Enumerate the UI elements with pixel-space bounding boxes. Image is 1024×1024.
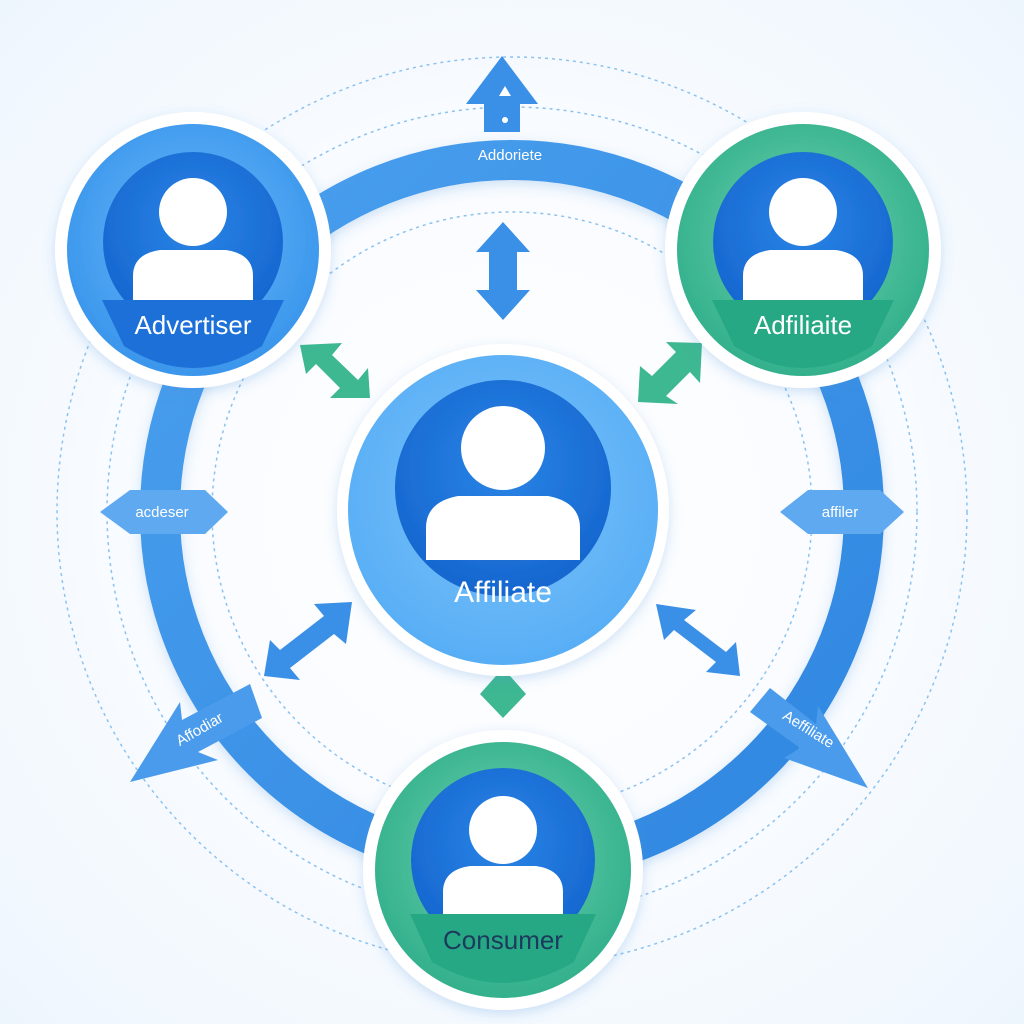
node-center-label: Affiliate <box>454 576 552 609</box>
left-ring-arrow <box>100 490 228 534</box>
left-chevron-icon <box>100 490 228 534</box>
node-center: Affiliate <box>337 344 669 676</box>
bottom-right-ring-arrow <box>750 688 868 788</box>
vertical-double-arrow-icon <box>476 222 530 320</box>
down-right-arrow-icon <box>750 688 868 788</box>
connector-arrows <box>264 222 740 718</box>
diagonal-double-arrow-green-left-icon <box>300 343 370 398</box>
ring-label-left: acdeser <box>135 504 188 521</box>
user-icon <box>133 178 253 300</box>
node-consumer-label-band <box>410 914 596 983</box>
right-chevron-icon <box>780 490 904 534</box>
bottom-left-ring-arrow <box>130 684 262 782</box>
node-affiliate-right: Adfiliaite <box>665 112 941 388</box>
user-icon <box>743 178 863 300</box>
node-affiliate-right-label-band <box>712 300 894 368</box>
node-affiliate-right-label: Adfiliaite <box>754 310 852 340</box>
node-advertiser-label: Advertiser <box>134 310 251 340</box>
node-consumer-label: Consumer <box>443 925 563 955</box>
diagonal-double-arrow-green-right-icon <box>638 342 702 404</box>
ring-label-top: Addoriete <box>478 147 542 164</box>
ring-label-right: affiler <box>822 504 858 521</box>
top-ring-arrow <box>466 56 538 132</box>
right-ring-arrow <box>780 490 904 534</box>
arrow-glyph <box>499 86 511 96</box>
node-consumer: Consumer <box>363 730 643 1010</box>
diagonal-double-arrow-blue-right-icon <box>656 604 740 676</box>
orbit-middle <box>106 106 918 918</box>
user-icon <box>426 406 580 560</box>
arrow-dot <box>502 117 508 123</box>
user-icon <box>443 796 563 914</box>
down-left-arrow-icon <box>130 684 262 782</box>
node-advertiser: Advertiser <box>55 112 331 388</box>
diagonal-double-arrow-blue-left-icon <box>264 602 352 680</box>
node-advertiser-label-band <box>102 300 284 368</box>
diamond-arrow-icon <box>480 668 526 718</box>
